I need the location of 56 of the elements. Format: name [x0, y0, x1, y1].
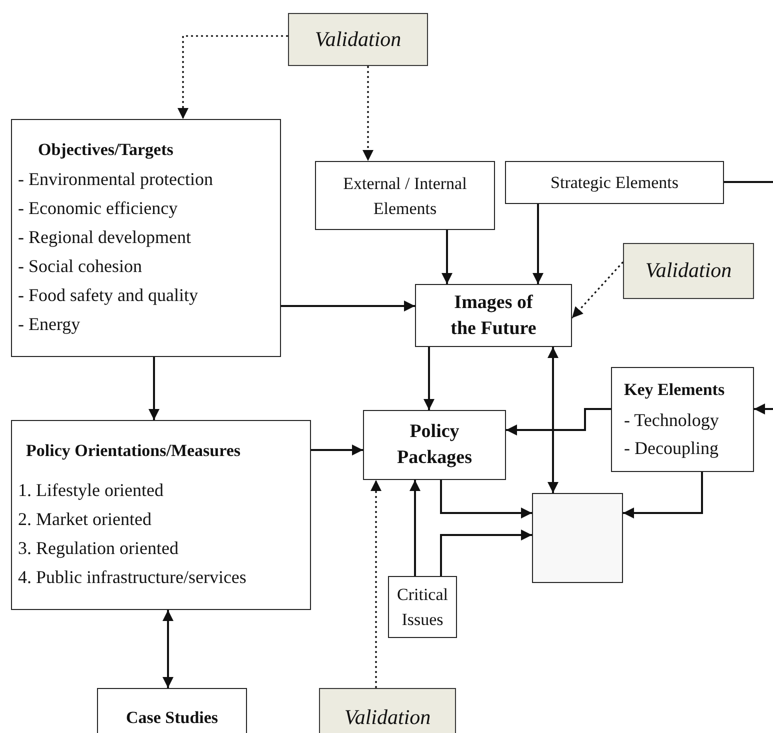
process-box	[315, 161, 495, 230]
box-label: External / Internal Elements	[342, 172, 468, 220]
arrow	[754, 404, 773, 414]
box-label: Validation	[645, 257, 732, 284]
box-label: Case Studies	[126, 707, 218, 729]
arrow	[311, 444, 363, 456]
box-label: Images of the Future	[450, 290, 538, 340]
process-box	[611, 367, 754, 472]
box-label: Policy Packages	[396, 420, 473, 470]
box-heading: Objectives/Targets	[37, 139, 174, 162]
box-label: Strategic Elements	[550, 172, 678, 194]
arrow	[532, 204, 544, 284]
process-box	[11, 119, 281, 357]
arrow	[548, 347, 558, 493]
list-item: 4. Public infrastructure/services	[18, 566, 246, 589]
list-item: - Economic efficiency	[18, 196, 178, 220]
box-label: Critical Issues	[396, 584, 449, 631]
dotted-arrow	[571, 261, 624, 319]
empty-box	[532, 493, 623, 583]
process-box	[97, 688, 247, 733]
list-item: - Energy	[18, 312, 80, 336]
box-heading: Policy Orientations/Measures	[25, 440, 241, 462]
list-item: - Food safety and quality	[18, 284, 198, 307]
list-item: - Technology	[624, 409, 719, 432]
list-item: - Social cohesion	[18, 254, 142, 278]
connector-line	[724, 181, 773, 183]
validation-box	[623, 243, 754, 299]
box-heading: Key Elements	[624, 378, 725, 401]
box-label: Validation	[314, 26, 402, 53]
list-item: 2. Market oriented	[18, 508, 152, 531]
dotted-arrow	[178, 35, 288, 119]
list-item: - Environmental protection	[18, 168, 213, 191]
process-box	[388, 576, 457, 638]
arrow	[162, 610, 174, 688]
validation-box	[319, 688, 456, 733]
arrow	[424, 347, 434, 410]
arrow	[440, 530, 532, 576]
list-item: 3. Regulation oriented	[18, 536, 178, 560]
list-item: 1. Lifestyle oriented	[18, 478, 164, 502]
dotted-arrow	[370, 480, 382, 688]
process-box	[505, 161, 724, 204]
process-box	[415, 284, 572, 347]
validation-box	[288, 13, 428, 66]
arrow	[442, 230, 452, 284]
process-box	[363, 410, 506, 480]
list-item: - Decoupling	[624, 437, 718, 460]
box-label: Validation	[344, 704, 431, 732]
arrow	[148, 357, 160, 420]
arrow	[440, 480, 532, 518]
list-item: - Regional development	[18, 226, 191, 249]
arrow	[410, 480, 420, 576]
arrow	[623, 472, 703, 518]
dotted-arrow	[362, 66, 374, 161]
arrow	[281, 300, 415, 312]
process-box	[11, 420, 311, 610]
arrow	[506, 408, 611, 436]
